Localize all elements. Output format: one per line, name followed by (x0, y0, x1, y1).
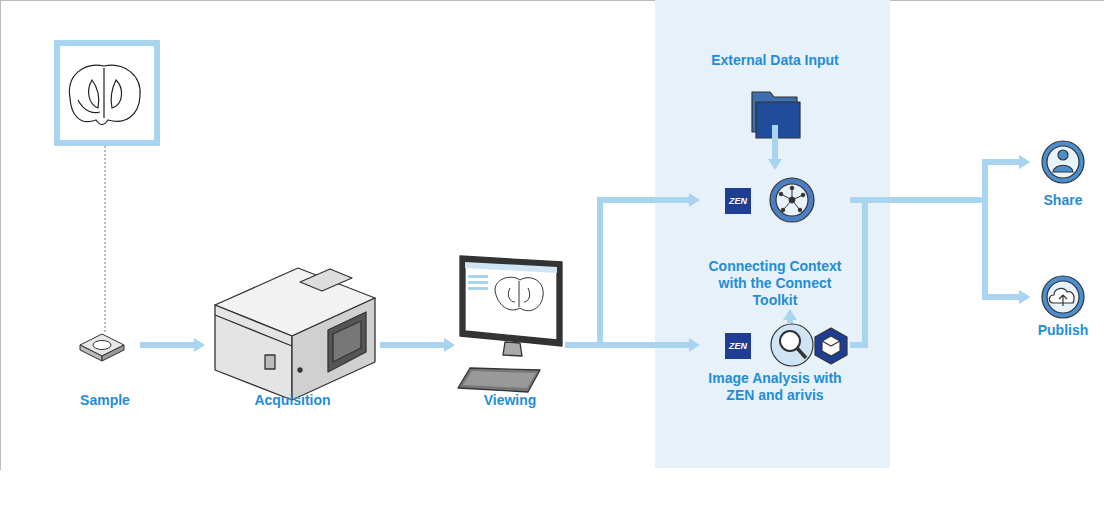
flow-connector (565, 338, 700, 352)
flow-connector (850, 155, 1030, 345)
arrow-head (689, 338, 700, 352)
connector-line (850, 200, 1021, 297)
connector-line (565, 200, 691, 345)
acquisition-stage: Acquisition (205, 255, 380, 409)
network-icon (770, 178, 814, 222)
monitor (458, 256, 562, 392)
logo-text: ZEN (726, 341, 750, 351)
stage-label: Acquisition (205, 392, 380, 409)
connector-line (850, 162, 1021, 200)
stage-label: External Data Input (700, 52, 850, 69)
connect-node: Connecting Context with the Connect Tool… (700, 170, 850, 309)
arrow-head (689, 193, 700, 207)
flow-connector (850, 200, 1030, 304)
arrow-head (768, 159, 782, 170)
arrow-head (444, 338, 455, 352)
arrow-head (1019, 155, 1030, 169)
arrow-head (1019, 290, 1030, 304)
sample-frame (57, 43, 157, 143)
publish-node: Publish (1030, 272, 1096, 339)
magnifier-icon (771, 324, 813, 366)
connector-line (850, 200, 1021, 345)
frame-line (0, 0, 1104, 1)
stage-label: Publish (1030, 322, 1096, 339)
share-icon (1042, 141, 1084, 183)
arrow-head (1019, 155, 1030, 169)
stage-label: Sample (70, 392, 140, 409)
flow-connector (565, 193, 700, 345)
stage-label: Image Analysis with ZEN and arivis (700, 370, 850, 404)
analysis-panel (655, 0, 890, 468)
connector-line (380, 342, 446, 348)
share-node: Share (1030, 138, 1096, 209)
flow-connector (380, 338, 455, 352)
publish-icon (1042, 276, 1084, 318)
zen-logo (725, 333, 751, 359)
flow-connector (140, 338, 205, 352)
stage-label: Viewing (455, 392, 565, 409)
stage-label: Share (1030, 192, 1096, 209)
input-node: External Data Input (700, 52, 850, 125)
flow-connector (850, 200, 1030, 345)
flow-connector (783, 309, 797, 323)
viewing-stage: Viewing (455, 250, 565, 409)
frame-line (0, 0, 1, 470)
logo-text: ZEN (726, 196, 750, 206)
connector-line (140, 342, 196, 348)
zen-logo (725, 188, 751, 214)
sample-dish (80, 334, 124, 361)
scanner-device (215, 268, 375, 400)
connector-line (850, 162, 1021, 345)
arivis-icon (815, 328, 847, 364)
leader-line (105, 146, 106, 333)
stage-label: Connecting Context with the Connect Tool… (700, 258, 850, 309)
analysis-node: Image Analysis with ZEN and arivis (700, 323, 850, 404)
brain-section (69, 65, 140, 124)
flow-connector (768, 125, 782, 170)
connector-line (772, 125, 778, 161)
arrow-head (783, 309, 797, 320)
connector-line (565, 342, 691, 348)
arrow-head (1019, 290, 1030, 304)
sample-stage: Sample (70, 325, 140, 409)
arrow-head (194, 338, 205, 352)
